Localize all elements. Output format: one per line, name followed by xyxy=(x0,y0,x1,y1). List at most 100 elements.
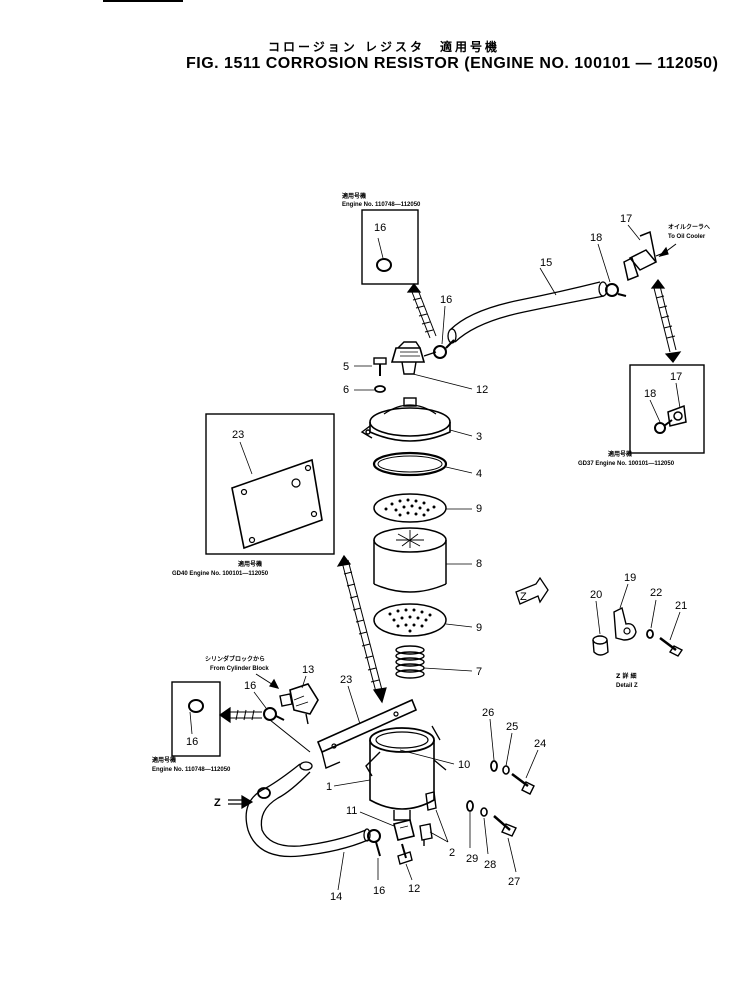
washer-26: 26 xyxy=(482,707,498,772)
part-label-18: 18 xyxy=(644,388,656,400)
oil-cooler-en: To Oil Cooler xyxy=(668,234,706,240)
bolt-24: 24 xyxy=(511,738,546,795)
clamp-16-top: 16 xyxy=(433,294,455,359)
part-label-8: 8 xyxy=(476,558,482,570)
part-label-9: 9 xyxy=(476,622,482,634)
part-label-6: 6 xyxy=(343,384,349,396)
hose-15: 15 xyxy=(447,257,608,344)
part-label-11: 11 xyxy=(346,805,357,817)
elbow-13-top: 12 xyxy=(390,341,488,396)
elbow-13-lower: 13 xyxy=(279,664,319,725)
part-label-25: 25 xyxy=(506,721,518,733)
inset-bottom-left-en: Engine No. 110748—112050 xyxy=(152,767,231,773)
part-label-16: 16 xyxy=(440,294,452,306)
inset-bottom-left-jp: 適用号機 xyxy=(152,756,176,764)
inset-right-jp: 適用号機 xyxy=(608,450,632,458)
clamp-16-bottom: 16 xyxy=(367,829,385,897)
perforated-plate-9-top: 9 xyxy=(373,493,482,523)
hatched-arrow-left xyxy=(218,706,262,724)
part-label-3: 3 xyxy=(476,431,482,443)
ring-4: 4 xyxy=(372,451,482,480)
part-label-1: 1 xyxy=(326,781,332,793)
header-rule xyxy=(103,0,183,2)
inset-plate-jp: 適用号機 xyxy=(238,560,262,568)
part-label-5: 5 xyxy=(343,361,349,373)
drain-2: 2 xyxy=(419,809,455,859)
part-label-29: 29 xyxy=(466,853,478,865)
clamp-16-lower: 16 xyxy=(244,680,285,721)
from-cylinder-block-note: シリンダブロックから From Cylinder Block xyxy=(205,655,280,689)
detail-z-jp: Z 詳 細 xyxy=(616,672,637,680)
hardware-right: 26 25 24 29 28 27 xyxy=(419,707,546,888)
figure-title: FIG. 1511 CORROSION RESISTOR (ENGINE NO.… xyxy=(186,55,719,72)
part-label-17: 17 xyxy=(670,371,682,383)
part-label-26: 26 xyxy=(482,707,494,719)
part-label-12: 12 xyxy=(408,883,420,895)
part-label-22: 22 xyxy=(650,587,662,599)
washer-6: 6 xyxy=(343,384,386,396)
detail-z-arrow-label: Z xyxy=(520,591,527,603)
z-view-arrow: Z xyxy=(214,794,254,810)
washer-22: 22 xyxy=(646,587,662,639)
part-label-23: 23 xyxy=(340,674,352,686)
inset-top-left-jp: 適用号機 xyxy=(342,192,366,200)
part-label-16: 16 xyxy=(186,736,198,748)
detail-z: Z 20 19 22 21 Z 詳 細 Detail Z xyxy=(515,572,687,689)
part-label-20: 20 xyxy=(590,589,602,601)
washer-28: 28 xyxy=(480,807,496,871)
clamp-18-top: 18 xyxy=(590,232,627,297)
part-label-19: 19 xyxy=(624,572,636,584)
inset-right-en: GD37 Engine No. 100101—112050 xyxy=(578,461,675,467)
spacer-20: 20 xyxy=(590,589,609,656)
inset-plate-en: GD40 Engine No. 100101—112050 xyxy=(172,571,269,577)
oil-cooler-jp: オイルクーラへ xyxy=(668,223,710,231)
z-view-label: Z xyxy=(214,797,221,809)
washer-25: 25 xyxy=(502,721,518,775)
title-japanese: コロージョン レジスタ 適用号機 xyxy=(268,40,500,54)
hatched-arrow-top xyxy=(406,283,437,339)
inset-plate-23: 23 適用号機 GD40 Engine No. 100101—112050 xyxy=(172,413,335,577)
part-label-13: 13 xyxy=(302,664,314,676)
fitting-11: 11 xyxy=(346,805,415,841)
part-label-27: 27 xyxy=(508,876,520,888)
inset-right: 17 18 適用号機 GD37 Engine No. 100101—112050 xyxy=(578,364,705,467)
part-label-16: 16 xyxy=(244,680,256,692)
connecting-line xyxy=(269,719,311,753)
bolt-21: 21 xyxy=(659,600,687,657)
filter-element-8: 8 xyxy=(373,527,482,593)
cover-3: 3 xyxy=(360,397,482,443)
cyl-block-jp: シリンダブロックから xyxy=(205,655,265,663)
part-label-14: 14 xyxy=(330,891,342,903)
spring-7: 7 xyxy=(395,645,482,679)
part-label-24: 24 xyxy=(534,738,546,750)
fitting-12-lower: 12 xyxy=(397,843,420,895)
hose-14: 14 xyxy=(245,761,371,903)
cyl-block-en: From Cylinder Block xyxy=(210,666,269,672)
part-label-16: 16 xyxy=(374,222,386,234)
part-label-21: 21 xyxy=(675,600,687,612)
detail-z-en: Detail Z xyxy=(616,683,638,689)
part-label-9: 9 xyxy=(476,503,482,515)
perforated-plate-9-bottom: 9 xyxy=(373,603,482,637)
part-label-12: 12 xyxy=(476,384,488,396)
hatched-arrow-plate xyxy=(336,554,387,704)
inset-bottom-left: 16 適用号機 Engine No. 110748—112050 xyxy=(152,681,231,773)
part-label-10: 10 xyxy=(458,759,470,771)
part-label-23: 23 xyxy=(232,429,244,441)
bracket-23: 23 xyxy=(316,674,418,769)
bolt-5: 5 xyxy=(343,357,387,376)
oil-cooler-note: オイルクーラへ To Oil Cooler xyxy=(658,223,710,257)
part-label-7: 7 xyxy=(476,666,482,678)
part-label-2: 2 xyxy=(449,847,455,859)
inset-top-left: 適用号機 Engine No. 110748—112050 16 xyxy=(342,192,421,285)
part-label-4: 4 xyxy=(476,468,482,480)
part-label-17: 17 xyxy=(620,213,632,225)
inset-top-left-en: Engine No. 110748—112050 xyxy=(342,202,421,208)
part-label-18: 18 xyxy=(590,232,602,244)
hatched-arrow-right xyxy=(650,279,682,363)
washer-29: 29 xyxy=(466,800,478,865)
elbow-17-top: 17 xyxy=(620,213,667,282)
housing-1: 1 10 xyxy=(326,725,470,821)
bolt-27: 27 xyxy=(493,815,520,888)
